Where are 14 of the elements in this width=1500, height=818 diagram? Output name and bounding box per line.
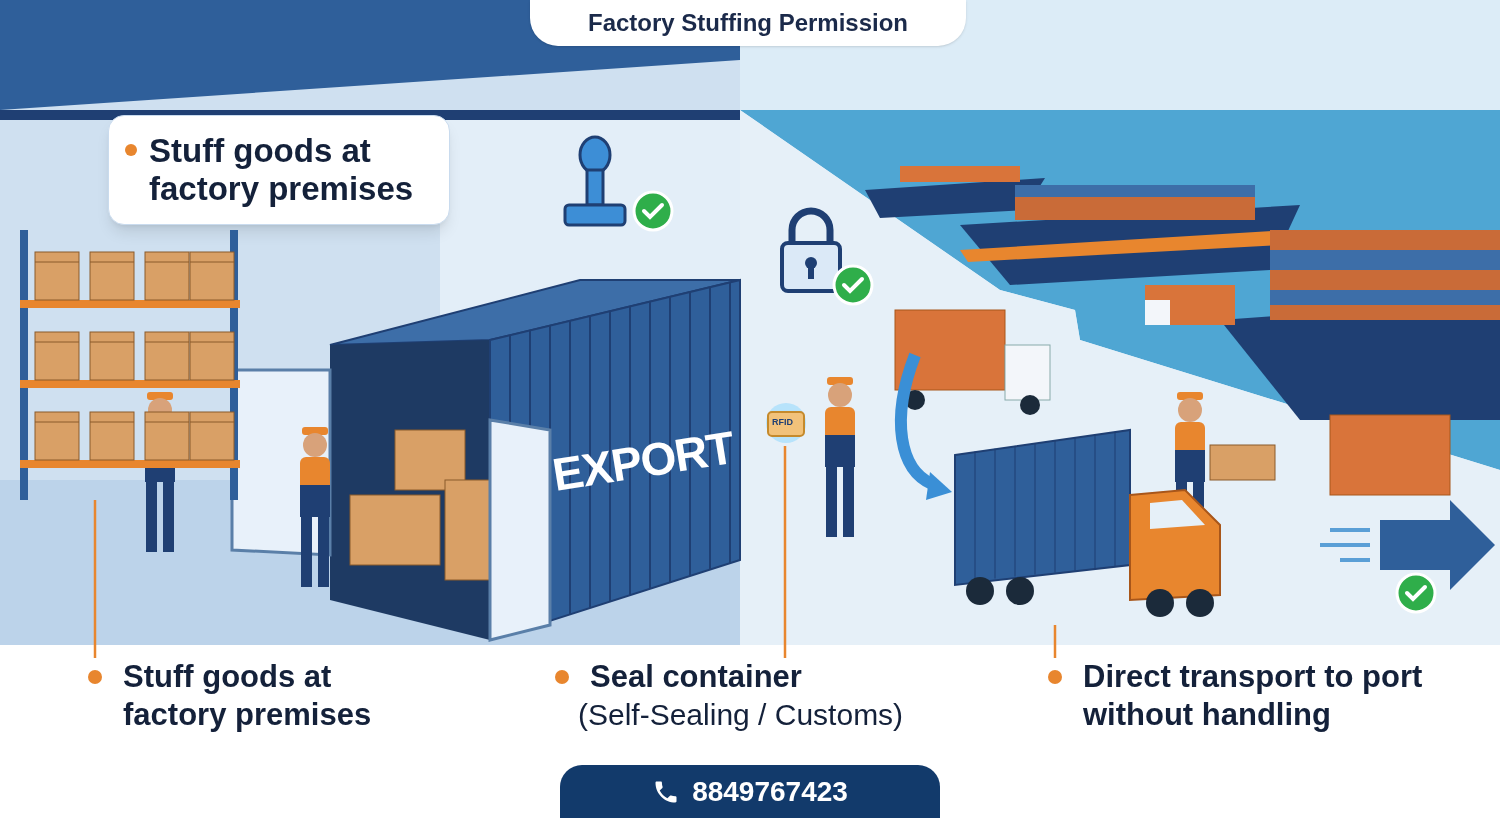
phone-number: 8849767423 (692, 777, 848, 806)
container-text: EXPORT (549, 424, 737, 498)
step-subcaption: (Self-Sealing / Customs) (578, 697, 905, 733)
callout-card (108, 115, 450, 225)
step-caption: Direct transport to port without handling (1083, 658, 1424, 734)
step-caption: Stuff goods at factory premises (123, 658, 373, 734)
title-banner: Factory Stuffing Permission (530, 0, 966, 46)
tag-text: RFID (772, 418, 793, 427)
leader-line (1053, 625, 1057, 658)
rfid-seal-drawing (765, 400, 807, 446)
leader-line (783, 446, 787, 658)
step-caption: Seal container (590, 658, 803, 696)
leader-line (93, 500, 97, 658)
callout-text: Stuff goods at factory premises (149, 132, 415, 208)
